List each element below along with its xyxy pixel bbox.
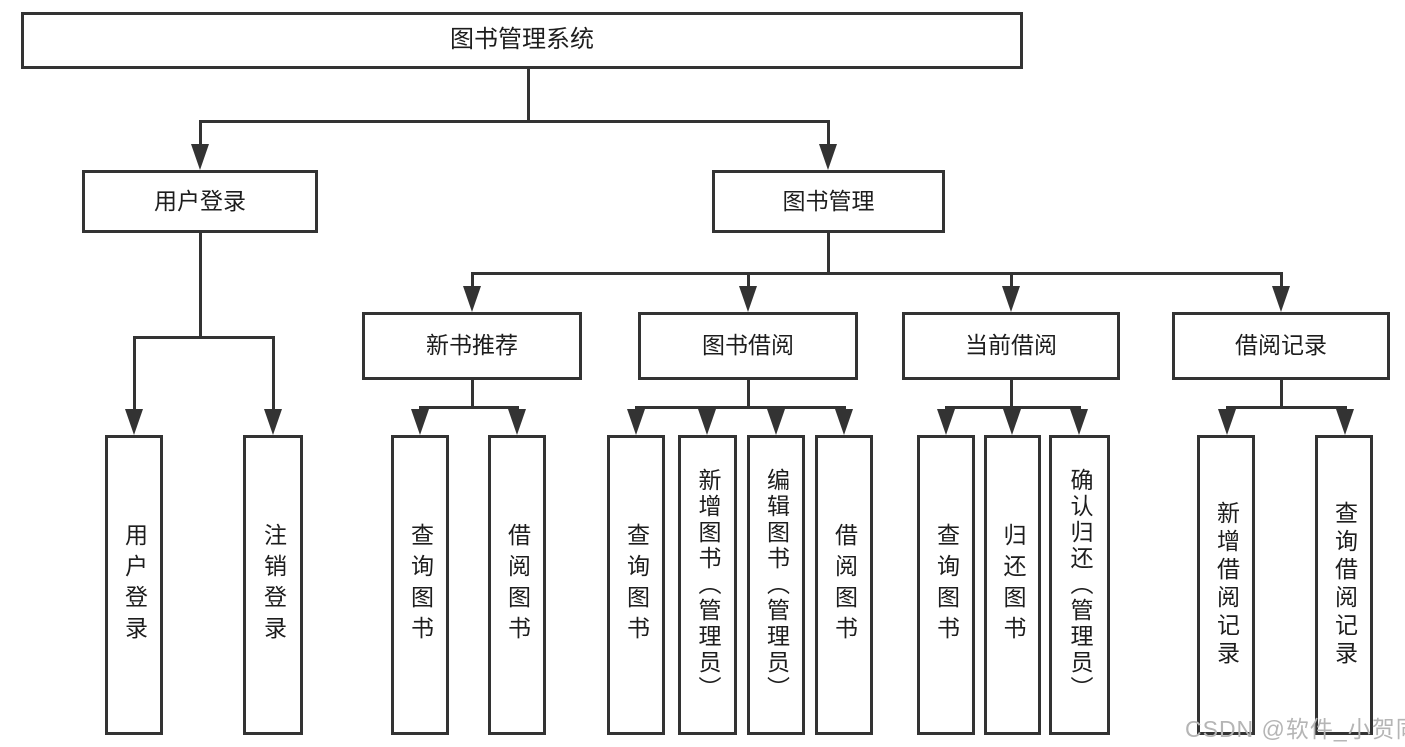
arrow-down-icon [264, 409, 282, 435]
connector-line [1280, 272, 1283, 288]
node-book-management: 图书管理 [712, 170, 945, 233]
arrow-down-icon [191, 144, 209, 170]
arrow-down-icon [1272, 286, 1290, 312]
connector-line [747, 380, 750, 406]
node-book-borrowing: 图书借阅 [638, 312, 858, 380]
leaf-add-borrow-record: 新增借阅记录 [1197, 435, 1255, 735]
node-current-borrowing: 当前借阅 [902, 312, 1120, 380]
leaf-label: 确认归还（管理员） [1067, 468, 1093, 702]
connector-line [1226, 406, 1346, 409]
leaf-label: 注销登录 [260, 523, 287, 647]
leaf-label: 借阅图书 [831, 523, 858, 647]
leaf-label: 归还图书 [1000, 523, 1026, 647]
leaf-label: 查询图书 [933, 523, 960, 647]
csdn-watermark: CSDN @软件_小贺同学 [1185, 716, 1405, 742]
leaf-edit-books-admin: 编辑图书（管理员） [747, 435, 805, 735]
leaf-label: 查询图书 [407, 523, 434, 647]
arrow-down-icon [627, 409, 645, 435]
arrow-down-icon [1218, 409, 1236, 435]
connector-line [1010, 272, 1013, 288]
arrow-down-icon [411, 409, 429, 435]
arrow-down-icon [937, 409, 955, 435]
node-library-system: 图书管理系统 [21, 12, 1023, 69]
connector-line [747, 272, 750, 288]
connector-line [199, 120, 829, 123]
arrow-down-icon [835, 409, 853, 435]
leaf-query-borrow-record: 查询借阅记录 [1315, 435, 1373, 735]
connector-line [1280, 380, 1283, 406]
connector-line [199, 120, 202, 146]
leaf-label: 用户登录 [121, 523, 148, 647]
connector-line [471, 272, 474, 288]
leaf-label: 查询图书 [623, 523, 650, 647]
leaf-label: 借阅图书 [504, 523, 531, 647]
connector-line [471, 272, 1282, 275]
arrow-down-icon [1002, 286, 1020, 312]
arrow-down-icon [463, 286, 481, 312]
leaf-label: 查询借阅记录 [1331, 501, 1358, 669]
arrow-down-icon [1003, 409, 1021, 435]
connector-line [133, 336, 136, 411]
connector-line [272, 336, 275, 411]
leaf-add-books-admin: 新增图书（管理员） [678, 435, 737, 735]
leaf-user-login: 用户登录 [105, 435, 163, 735]
leaf-borrow-books: 借阅图书 [815, 435, 873, 735]
arrow-down-icon [767, 409, 785, 435]
connector-line [199, 233, 202, 336]
leaf-query-books: 查询图书 [607, 435, 665, 735]
leaf-borrow-books: 借阅图书 [488, 435, 546, 735]
connector-line [1010, 380, 1013, 406]
connector-line [419, 406, 519, 409]
node-new-book-recommendation: 新书推荐 [362, 312, 582, 380]
leaf-logout: 注销登录 [243, 435, 303, 735]
node-borrowing-records: 借阅记录 [1172, 312, 1390, 380]
connector-line [527, 69, 530, 120]
leaf-query-books: 查询图书 [917, 435, 975, 735]
arrow-down-icon [125, 409, 143, 435]
leaf-return-books: 归还图书 [984, 435, 1041, 735]
arrow-down-icon [508, 409, 526, 435]
arrow-down-icon [819, 144, 837, 170]
leaf-query-books: 查询图书 [391, 435, 449, 735]
leaf-label: 编辑图书（管理员） [763, 468, 790, 702]
connector-line [133, 336, 274, 339]
connector-line [635, 406, 845, 409]
node-user-login: 用户登录 [82, 170, 318, 233]
arrow-down-icon [1070, 409, 1088, 435]
arrow-down-icon [739, 286, 757, 312]
leaf-label: 新增图书（管理员） [695, 468, 721, 702]
leaf-label: 新增借阅记录 [1213, 501, 1240, 669]
connector-line [827, 120, 830, 146]
leaf-confirm-return-admin: 确认归还（管理员） [1049, 435, 1110, 735]
arrow-down-icon [698, 409, 716, 435]
connector-line [471, 380, 474, 406]
connector-line [827, 233, 830, 274]
arrow-down-icon [1336, 409, 1354, 435]
